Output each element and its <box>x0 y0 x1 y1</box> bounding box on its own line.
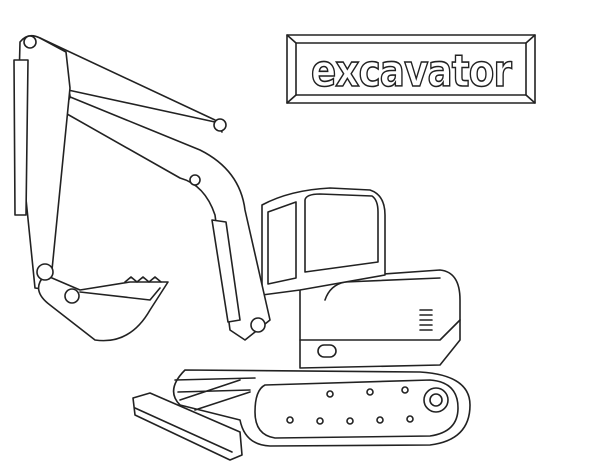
boom-arm <box>57 89 271 341</box>
stick-arm <box>13 34 216 291</box>
sign-text: excavator <box>311 46 512 97</box>
track-assembly <box>172 369 471 447</box>
bucket <box>36 263 169 342</box>
engine-housing <box>299 269 461 369</box>
excavator-sign: excavator <box>286 34 536 104</box>
operator-cab <box>261 187 386 296</box>
dozer-blade <box>132 379 251 461</box>
